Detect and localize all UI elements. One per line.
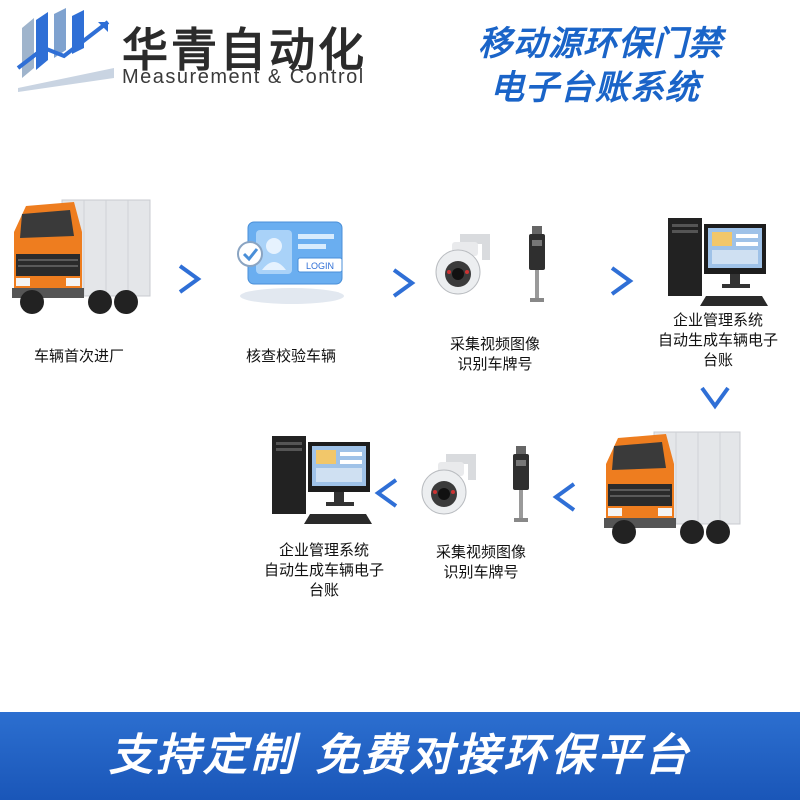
step-caption-line: 台账 — [308, 581, 339, 599]
login-verification-image — [232, 212, 352, 306]
plate-recognition-camera-image — [508, 446, 534, 522]
computer-image — [664, 218, 774, 312]
step-caption: 核查校验车辆 — [245, 347, 336, 365]
step-caption-line: 自动生成车辆电子 — [263, 561, 384, 579]
page-title-line2: 电子台账系统 — [490, 68, 700, 108]
step-caption-line: 企业管理系统 — [278, 541, 369, 559]
promo-banner-text: 支持定制 免费对接环保平台 — [108, 730, 692, 781]
page-title-line1: 移动源环保门禁 — [478, 24, 723, 64]
step-caption: 企业管理系统 自动生成车辆电子 台账 — [242, 540, 406, 600]
step-caption-line: 自动生成车辆电子 — [657, 331, 778, 349]
step-caption: 车辆首次进厂 — [33, 347, 124, 365]
chevron-left-icon — [552, 480, 578, 518]
company-logo — [14, 8, 118, 92]
step-caption-line: 识别车牌号 — [457, 355, 533, 373]
plate-recognition-camera-image — [524, 226, 550, 302]
computer-image — [268, 436, 378, 530]
truck-image — [4, 192, 154, 322]
step-caption-line: 采集视频图像 — [449, 335, 540, 353]
promo-banner — [0, 712, 800, 800]
chevron-right-icon — [390, 266, 416, 304]
ptz-camera-image — [430, 232, 496, 298]
truck-image — [598, 426, 744, 550]
chevron-right-icon — [176, 262, 202, 300]
step-caption: 采集视频图像 识别车牌号 — [420, 334, 570, 374]
chevron-down-icon — [698, 384, 732, 416]
logo-mark-icon — [16, 8, 114, 92]
step-caption-line: 采集视频图像 — [435, 543, 526, 561]
step-caption-line: 企业管理系统 — [672, 311, 763, 329]
login-button-label: LOGIN — [305, 261, 334, 271]
brand-name-en: Measurement & Control — [122, 66, 365, 88]
step-caption: 企业管理系统 自动生成车辆电子 台账 — [636, 310, 800, 370]
step-caption: 采集视频图像 识别车牌号 — [406, 542, 556, 582]
chevron-right-icon — [608, 264, 634, 302]
chevron-left-icon — [374, 476, 400, 514]
brand-name-cn: 华青自动化 — [122, 23, 367, 77]
step-caption-line: 识别车牌号 — [443, 563, 519, 581]
ptz-camera-image — [416, 452, 482, 518]
step-caption-line: 台账 — [702, 351, 733, 369]
